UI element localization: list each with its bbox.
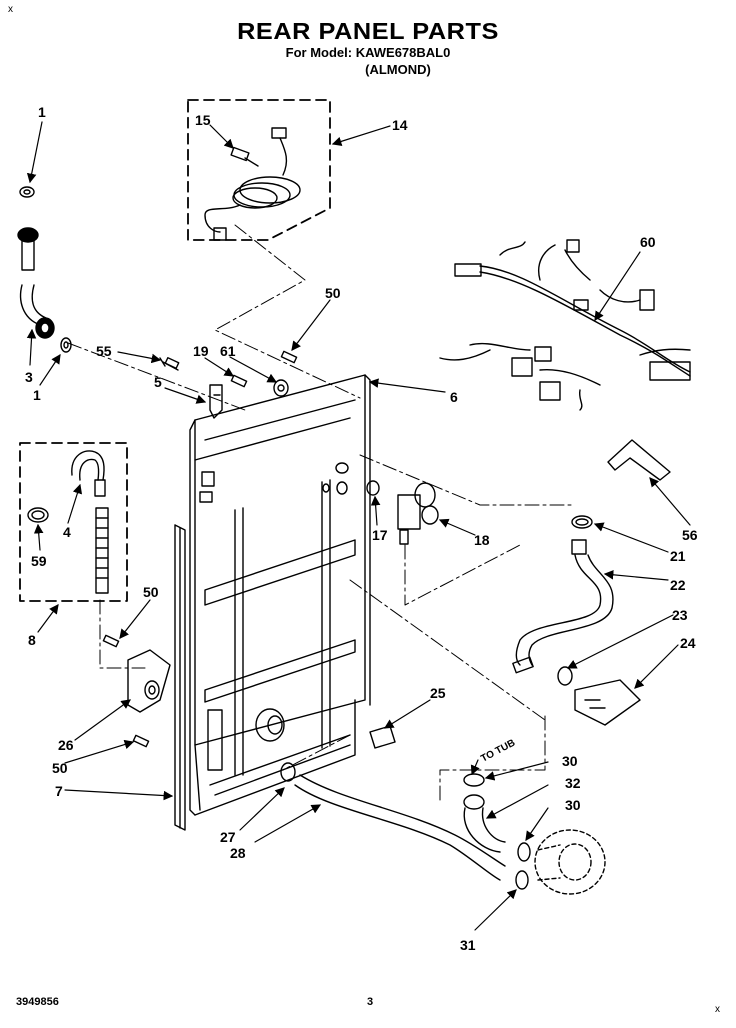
callout-6: 6 [450, 389, 458, 405]
callout-15: 15 [195, 112, 211, 128]
part-18-valve [397, 482, 439, 545]
part-50-screw-top [280, 350, 298, 364]
part-28-drain-hose [294, 774, 506, 881]
callout-55: 55 [96, 343, 112, 359]
callout-60: 60 [640, 234, 656, 250]
corner-mark-top: x [8, 4, 13, 15]
part-50-screw-mid [102, 634, 120, 648]
part-3-inlet-fitting [17, 227, 55, 339]
page-title: REAR PANEL PARTS [237, 18, 499, 44]
part-26-hose-bracket [127, 649, 171, 713]
callout-26: 26 [58, 737, 74, 753]
callout-59: 59 [31, 553, 47, 569]
part-50-screw-low [132, 734, 150, 748]
part-1-nut-bottom [60, 337, 72, 353]
part-61-clamp [273, 379, 289, 397]
callout-50: 50 [143, 584, 159, 600]
callout-30: 30 [565, 797, 581, 813]
callout-32: 32 [565, 775, 581, 791]
callout-14: 14 [392, 117, 408, 133]
callout-28: 28 [230, 845, 246, 861]
callout-1: 1 [33, 387, 41, 403]
callout-7: 7 [55, 783, 63, 799]
part-25-cover [369, 725, 396, 749]
part-23-clamp [557, 666, 573, 686]
callout-22: 22 [670, 577, 686, 593]
callout-5: 5 [154, 374, 162, 390]
group-box-14 [187, 99, 331, 241]
part-31-clamp [515, 870, 529, 890]
part-30-clamp-top [463, 773, 485, 787]
part-55-screw [159, 357, 180, 371]
callout-50: 50 [325, 285, 341, 301]
part-4-drain-hose [71, 450, 109, 594]
callout-1: 1 [38, 104, 46, 120]
callout-19: 19 [193, 343, 209, 359]
callout-4: 4 [63, 524, 71, 540]
group-box-8 [19, 442, 128, 602]
part-27-clamp [280, 762, 296, 782]
callout-30: 30 [562, 753, 578, 769]
callout-labels: 1 3 1 15 14 60 50 55 19 61 5 6 4 59 8 56… [25, 104, 698, 953]
footer-page-number: 3 [367, 996, 374, 1008]
part-60-main-harness [439, 239, 691, 411]
footer-doc-number: 3949856 [16, 996, 59, 1008]
callout-61: 61 [220, 343, 236, 359]
assembly-lines [67, 224, 576, 801]
part-14-wire-harness [204, 127, 301, 241]
pump-outline [534, 829, 606, 895]
leader-lines [26, 121, 691, 931]
color-line: (ALMOND) [365, 62, 431, 77]
callout-31: 31 [460, 937, 476, 953]
callout-50: 50 [52, 760, 68, 776]
callout-23: 23 [672, 607, 688, 623]
callout-25: 25 [430, 685, 446, 701]
part-1-nut-top [19, 186, 35, 198]
callout-56: 56 [682, 527, 698, 543]
to-tub-arrow [470, 759, 480, 776]
part-24-air-dome [574, 679, 641, 726]
callout-8: 8 [28, 632, 36, 648]
part-19-screw [230, 374, 248, 388]
part-7-side-rail [174, 524, 186, 831]
callout-3: 3 [25, 369, 33, 385]
part-59-clamp [27, 507, 49, 523]
part-15-clip [230, 146, 259, 167]
part-21-clamp [571, 515, 593, 529]
part-30-clamp-bottom [517, 842, 531, 862]
corner-mark-bottom: x [715, 1004, 720, 1015]
model-line: For Model: KAWE678BAL0 [285, 45, 451, 60]
callout-27: 27 [220, 829, 236, 845]
part-56-clip [607, 439, 671, 481]
callout-18: 18 [474, 532, 490, 548]
part-6-rear-panel [189, 374, 371, 816]
callout-21: 21 [670, 548, 686, 564]
part-17-nut [366, 480, 380, 496]
part-32-hose-elbow [463, 794, 506, 853]
to-tub-annotation: TO TUB [479, 738, 517, 765]
callout-17: 17 [372, 527, 388, 543]
callout-24: 24 [680, 635, 696, 651]
